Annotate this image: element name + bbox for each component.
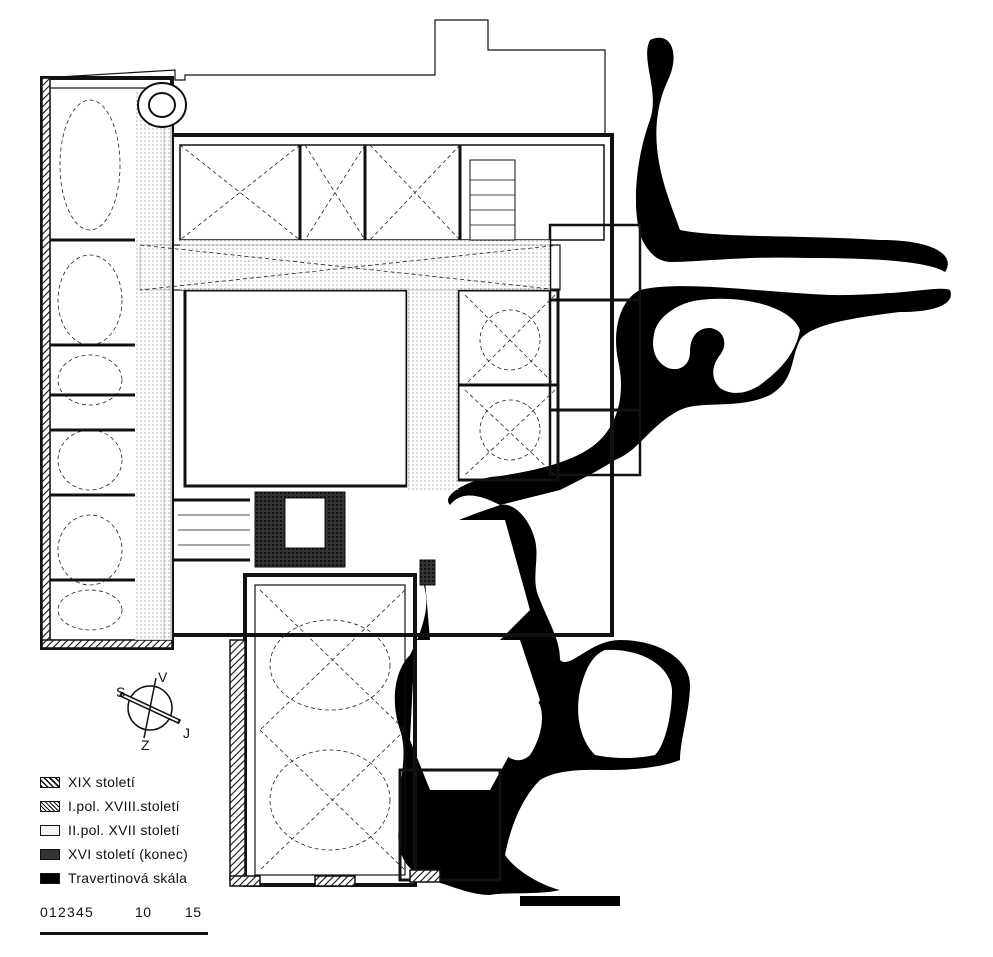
scale-tick: 4 bbox=[76, 904, 85, 920]
compass-east-label: J bbox=[183, 725, 190, 741]
xvi-century-area bbox=[254, 159, 516, 586]
scale-bar: 0 1 2 3 4 5 10 15 bbox=[40, 904, 220, 935]
round-stair-tower bbox=[137, 82, 187, 128]
legend-label: XVI století (konec) bbox=[68, 846, 189, 862]
scale-line bbox=[40, 932, 208, 935]
scale-tick: 0 bbox=[40, 904, 49, 920]
legend-swatch-icon bbox=[40, 872, 60, 884]
room-partitions bbox=[50, 145, 640, 582]
compass-rose bbox=[118, 677, 182, 739]
legend-swatch-icon bbox=[40, 800, 60, 812]
legend-label: I.pol. XVIII.století bbox=[68, 798, 180, 814]
scale-tick: 3 bbox=[67, 904, 76, 920]
rock-openings bbox=[410, 298, 800, 790]
legend-swatch-icon bbox=[40, 848, 60, 860]
compass-west-label: S bbox=[116, 684, 125, 700]
xix-century-walls bbox=[41, 77, 441, 887]
vault-lines bbox=[57, 99, 561, 871]
compass-south-label: Z bbox=[141, 737, 150, 753]
legend-item-travertine: Travertinová skála bbox=[40, 866, 240, 890]
legend-item-xviii: I.pol. XVIII.století bbox=[40, 794, 240, 818]
scale-ticks: 0 1 2 3 4 5 10 15 bbox=[40, 904, 220, 922]
legend-label: Travertinová skála bbox=[68, 870, 188, 886]
legend: XIX století I.pol. XVIII.století II.pol.… bbox=[40, 770, 240, 890]
scale-tick: 10 bbox=[135, 904, 152, 920]
staircase bbox=[178, 179, 515, 546]
scale-tick: 5 bbox=[85, 904, 94, 920]
legend-swatch-icon bbox=[40, 824, 60, 836]
scale-tick: 1 bbox=[49, 904, 58, 920]
legend-swatch-icon bbox=[40, 776, 60, 788]
scale-tick: 2 bbox=[58, 904, 67, 920]
legend-label: XIX století bbox=[68, 774, 136, 790]
legend-label: II.pol. XVII století bbox=[68, 822, 180, 838]
legend-item-xix: XIX století bbox=[40, 770, 240, 794]
legend-item-xvi: XVI století (konec) bbox=[40, 842, 240, 866]
corridors bbox=[135, 90, 550, 640]
compass-north-label: V bbox=[158, 669, 168, 685]
scale-tick: 15 bbox=[185, 904, 202, 920]
legend-item-xvii: II.pol. XVII století bbox=[40, 818, 240, 842]
